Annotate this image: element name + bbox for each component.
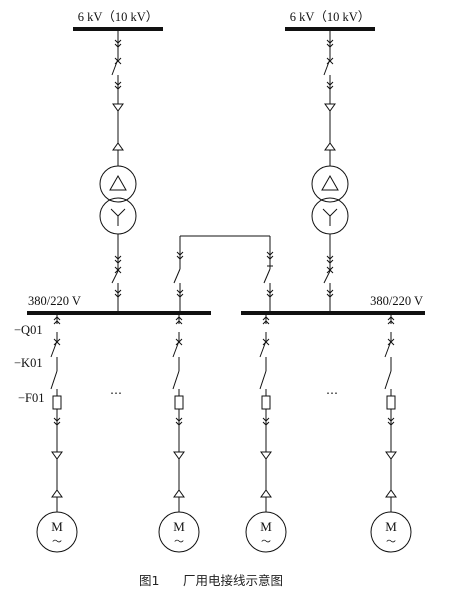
- switch-blade-icon: [50, 368, 58, 392]
- motor-symbol: M: [173, 519, 185, 534]
- plug-connector-icon: [53, 417, 61, 426]
- plug-connector-icon: [53, 316, 61, 325]
- arrow-up-icon: [51, 489, 63, 498]
- fuse-icon: [52, 395, 62, 410]
- fuse-icon: [261, 395, 271, 410]
- motor-icon: [36, 511, 78, 553]
- lv-bus-label: 380/220 V: [370, 294, 423, 308]
- plug-connector-icon: [326, 81, 334, 90]
- bus-tie: [173, 235, 274, 313]
- arrow-down-icon: [112, 103, 124, 112]
- plug-connector-icon: [326, 39, 334, 48]
- motor-ac-symbol: ～: [386, 537, 396, 548]
- arrow-up-icon: [385, 489, 397, 498]
- arrow-down-icon: [324, 103, 336, 112]
- contactor-designator: −K01: [14, 356, 43, 370]
- arrow-down-icon: [51, 451, 63, 460]
- motor-feeder: [370, 315, 412, 553]
- hv-busbar: [73, 27, 163, 31]
- hv-busbar: [285, 27, 375, 31]
- breaker-cross-icon: [53, 338, 61, 346]
- switch-blade-icon: [111, 56, 119, 78]
- motor-icon: [370, 511, 412, 553]
- breaker-cross-icon: [387, 338, 395, 346]
- plug-connector-icon: [114, 289, 122, 298]
- figure-number: 图1: [139, 573, 159, 588]
- transformer-icon: [99, 165, 137, 235]
- motor-ac-symbol: ～: [52, 537, 62, 548]
- plug-connector-icon: [326, 255, 334, 264]
- transformer-feeder: [311, 31, 349, 314]
- plug-connector-icon: [262, 316, 270, 325]
- arrow-down-icon: [173, 451, 185, 460]
- arrow-down-icon: [260, 451, 272, 460]
- switch-blade-icon: [384, 368, 392, 392]
- plug-connector-icon: [326, 289, 334, 298]
- figure-title: 厂用电接线示意图: [183, 573, 283, 588]
- plug-connector-icon: [175, 316, 183, 325]
- switch-blade-icon: [323, 56, 331, 78]
- motor-feeder: [158, 315, 200, 553]
- switch-blade-icon: [259, 368, 267, 392]
- arrow-up-icon: [260, 489, 272, 498]
- plug-connector-icon: [114, 81, 122, 90]
- switch-blade-icon: [263, 266, 271, 286]
- plug-connector-icon: [175, 417, 183, 426]
- plug-connector-icon: [387, 417, 395, 426]
- lv-bus-label: 380/220 V: [28, 294, 81, 308]
- transformer-icon: [311, 165, 349, 235]
- plug-connector-icon: [176, 289, 184, 298]
- arrow-up-icon: [112, 142, 124, 151]
- motor-icon: [245, 511, 287, 553]
- motor-ac-symbol: ～: [261, 537, 271, 548]
- plug-connector-icon: [114, 39, 122, 48]
- motor-ac-symbol: ～: [174, 537, 184, 548]
- motor-symbol: M: [385, 519, 397, 534]
- breaker-cross-icon: [326, 57, 334, 65]
- arrow-up-icon: [173, 489, 185, 498]
- switch-blade-icon: [172, 368, 180, 392]
- motor-feeder: [245, 315, 287, 553]
- plug-connector-icon: [387, 316, 395, 325]
- plug-connector-icon: [114, 255, 122, 264]
- fuse-icon: [386, 395, 396, 410]
- fuse-icon: [174, 395, 184, 410]
- motor-symbol: M: [51, 519, 63, 534]
- ellipsis: …: [110, 383, 122, 397]
- breaker-designator: −Q01: [14, 323, 43, 337]
- arrow-down-icon: [385, 451, 397, 460]
- breaker-cross-icon: [114, 57, 122, 65]
- motor-symbol: M: [260, 519, 272, 534]
- arrow-up-icon: [324, 142, 336, 151]
- motor-icon: [158, 511, 200, 553]
- lv-busbar: [241, 311, 425, 315]
- busbars: [27, 27, 425, 315]
- lv-busbar: [27, 311, 211, 315]
- switch-blade-icon: [173, 266, 181, 286]
- breaker-cross-icon: [175, 338, 183, 346]
- plug-connector-icon: [266, 289, 274, 298]
- ellipsis: …: [326, 383, 338, 397]
- hv-bus-label: 6 kV（10 kV）: [78, 10, 159, 24]
- plug-connector-icon: [266, 251, 274, 260]
- breaker-cross-icon: [114, 266, 122, 274]
- plug-connector-icon: [176, 251, 184, 260]
- transformer-feeder: [99, 31, 137, 314]
- fuse-designator: −F01: [18, 391, 45, 405]
- motor-feeder: [36, 315, 78, 553]
- breaker-cross-icon: [326, 266, 334, 274]
- breaker-cross-icon: [262, 338, 270, 346]
- hv-bus-label: 6 kV（10 kV）: [290, 10, 371, 24]
- plug-connector-icon: [262, 417, 270, 426]
